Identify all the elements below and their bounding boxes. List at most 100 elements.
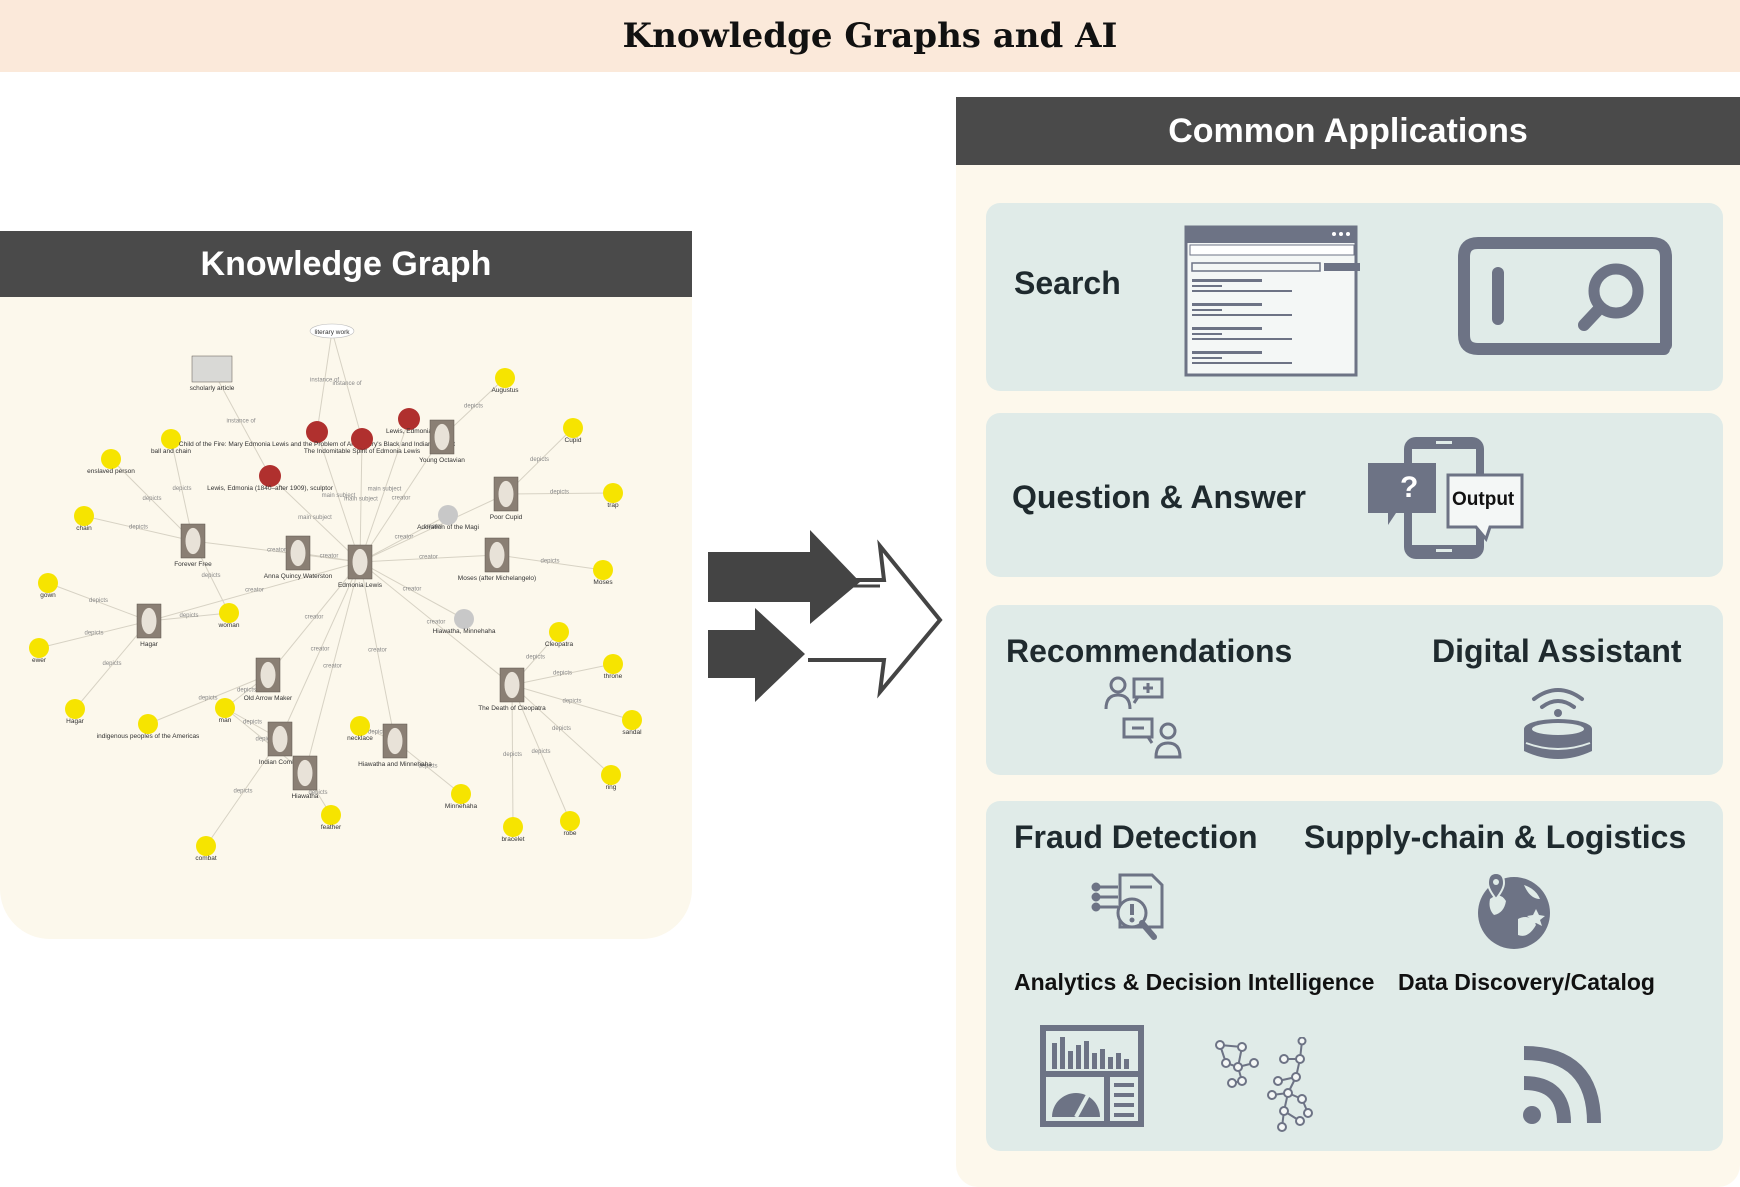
graph-edge: [359, 438, 363, 563]
edge-label: depicts: [201, 573, 220, 579]
graph-edge: [511, 684, 612, 776]
node-label: Lewis, Edmonia: [386, 428, 432, 435]
edge-label: depicts: [503, 752, 522, 758]
edge-label: depicts: [172, 486, 191, 492]
edge-label: depicts: [198, 696, 217, 702]
graph-node-ewer: ewer: [29, 638, 49, 664]
document-alert-icon: [1091, 873, 1164, 940]
applications-header: Common Applications: [956, 97, 1740, 165]
edge-label: creator: [311, 647, 330, 653]
knowledge-graph-visual: creator creator creator creator creator creat…: [29, 323, 642, 862]
edge-label: creator: [424, 524, 443, 530]
edge-label: depicts: [179, 613, 198, 619]
globe-route-icon: [1478, 871, 1550, 949]
graph-node-throne: throne: [603, 654, 623, 680]
node-label: Cleopatra: [545, 641, 574, 648]
graph-node-chain: chain: [74, 506, 94, 532]
search-card: Search: [986, 203, 1723, 391]
node-label: Cupid: [565, 437, 582, 444]
edge-label: depicts: [129, 525, 148, 531]
node-label: chain: [76, 525, 92, 532]
node-label: Young Octavian: [419, 457, 465, 464]
graph-node-cupid: Cupid: [563, 418, 583, 444]
node-label: gown: [40, 592, 56, 599]
graph-edge: [359, 561, 513, 686]
node-label: Hagar: [66, 718, 85, 725]
graph-edge: [192, 540, 361, 563]
node-label: The Indomitable Spirit of Edmonia Lewis: [304, 448, 421, 455]
graph-node-moses: Moses: [593, 560, 613, 586]
graph-node-lewis-full: Lewis, Edmonia (1840–after 1909), sculpt…: [207, 465, 334, 492]
node-label: bracelet: [501, 836, 524, 843]
arrow-bottom: [708, 608, 805, 702]
node-label: The Death of Cleopatra: [478, 705, 546, 712]
edge-label: instance of: [332, 381, 361, 387]
graph-node-ring: ring: [601, 765, 621, 791]
edge-label: creator: [305, 615, 324, 621]
graph-node-combat: combat: [195, 836, 217, 862]
knowledge-graph-header: Knowledge Graph: [0, 231, 692, 297]
graph-node-enslaved-person: enslaved person: [87, 449, 135, 475]
graph-node-trap: trap: [603, 483, 623, 509]
edge-label: creator: [320, 554, 339, 560]
node-label: Moses: [593, 579, 613, 586]
analytics-card: Fraud Detection Supply-chain & Logistics: [986, 801, 1723, 1151]
graph-node-hiawatha: Hiawatha: [291, 755, 319, 800]
edge-label: creator: [368, 648, 387, 654]
browser-results-icon: [1184, 225, 1360, 377]
edge-label: creator: [427, 620, 446, 626]
node-label: Hiawatha: [291, 793, 318, 800]
edge-label: creator: [267, 548, 286, 554]
graph-edge: [511, 663, 614, 686]
search-label: Search: [1014, 265, 1121, 301]
edge-label: depicts: [255, 737, 274, 743]
node-label: woman: [218, 622, 240, 629]
graph-node-forever-free: Forever Free: [174, 523, 212, 568]
graph-node-lewis-edmonia: Lewis, Edmonia: [386, 408, 432, 435]
people-exchange-icon: [1104, 676, 1182, 759]
node-label: Forever Free: [174, 561, 212, 568]
edge-label: depicts: [526, 655, 545, 661]
edge-label: creator: [392, 496, 411, 502]
knowledge-graph-body: creator creator creator creator creator creat…: [0, 297, 692, 939]
graph-node-hiawatha-and-minnehaha: Hiawatha and Minnehaha: [358, 723, 432, 768]
output-label: Output: [1452, 489, 1515, 510]
edge-label: main subject: [368, 487, 402, 493]
graph-edge: [211, 368, 271, 477]
graph-node-death-of-cleopatra: The Death of Cleopatra: [478, 667, 546, 712]
question-mark: ?: [1400, 471, 1419, 504]
node-label: Edmonia Lewis: [338, 582, 383, 589]
graph-edge: [83, 515, 194, 542]
graph-edge: [74, 620, 150, 710]
graph-node-man: man: [215, 698, 235, 724]
graph-edges: creator creator creator creator creator creat…: [38, 330, 633, 847]
edge-label: creator: [419, 555, 438, 561]
node-label: Hagar: [140, 641, 159, 648]
graph-node-indian-combat: Indian Combat: [259, 721, 301, 766]
node-label: Anna Quincy Waterston: [264, 573, 333, 580]
edge-label: depicts: [84, 631, 103, 637]
edge-label: depicts: [102, 661, 121, 667]
fraud-detection-label: Fraud Detection: [1014, 819, 1258, 855]
graph-node-robe: robe: [560, 811, 580, 837]
graph-edge: [496, 554, 604, 571]
node-label: enslaved person: [87, 468, 135, 475]
edge-label: depicts: [243, 720, 262, 726]
edge-label: depicts: [237, 688, 256, 694]
graph-node-poor-cupid: Poor Cupid: [490, 476, 523, 521]
graph-edge: [316, 431, 361, 563]
node-label: Poor Cupid: [490, 514, 523, 521]
graph-node-young-octavian: Young Octavian: [419, 419, 465, 464]
node-label: necklace: [347, 735, 373, 742]
graph-node-feather: feather: [321, 805, 342, 831]
qa-card: Question & Answer ? Output: [986, 413, 1723, 577]
graph-node-anna-quincy: Anna Quincy Waterston: [264, 535, 333, 580]
graph-edge: [359, 493, 507, 563]
edge-label: depicts: [464, 404, 483, 410]
graph-node-moses-after: Moses (after Michelangelo): [458, 537, 536, 582]
edge-label: instance of: [226, 419, 255, 425]
graph-edge: [316, 330, 333, 433]
edge-label: depicts: [368, 730, 387, 736]
graph-node-hiawatha-minnehaha: Hiawatha, Minnehaha: [433, 609, 496, 635]
graph-node-cleopatra: Cleopatra: [545, 622, 574, 648]
